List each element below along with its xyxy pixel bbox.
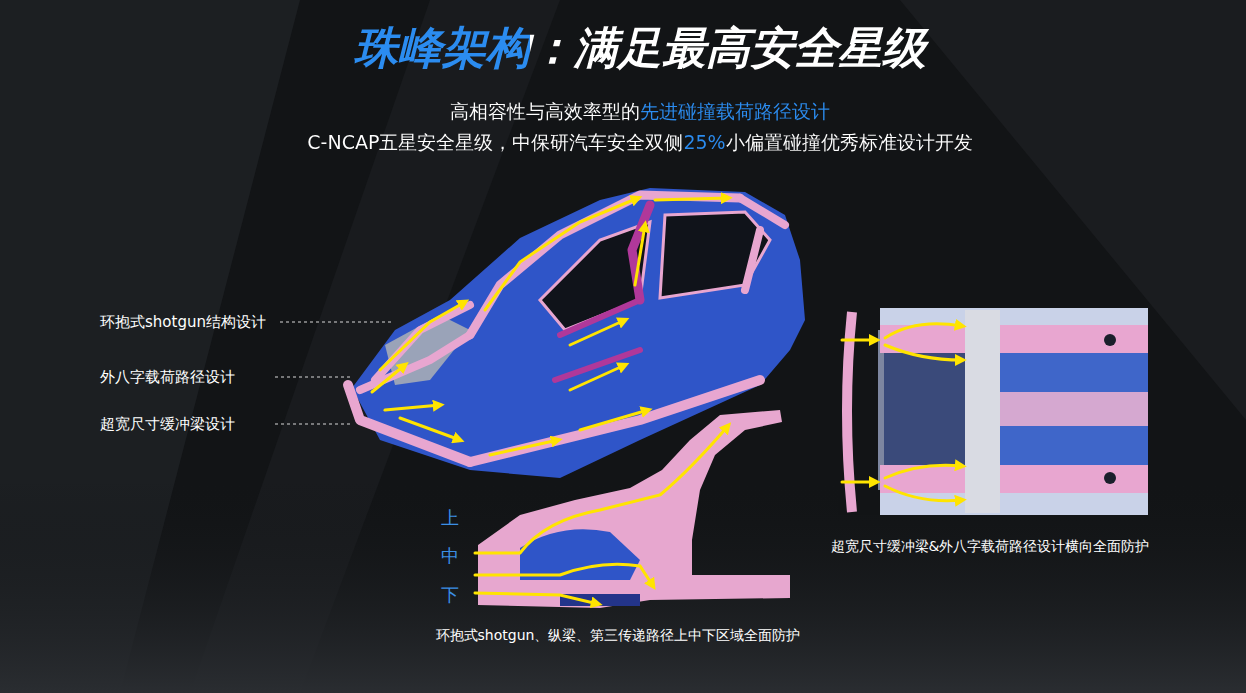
title: 珠峰架构：满足最高安全星级 bbox=[346, 22, 934, 75]
front-gap bbox=[838, 308, 880, 515]
side-structure bbox=[478, 410, 790, 608]
position-label: 中 bbox=[441, 545, 459, 567]
load-arrow bbox=[490, 440, 558, 455]
a-pillar-roof-rail bbox=[470, 195, 740, 335]
floor-pan bbox=[1000, 353, 1148, 465]
c-pillar bbox=[745, 230, 760, 290]
load-arrow bbox=[570, 320, 625, 345]
load-arrow bbox=[380, 302, 465, 370]
leader-line bbox=[275, 424, 352, 425]
subtitle: C-NCAP五星安全星级，中保研汽车安全双侧25%小偏置碰撞优秀标准设计开发 bbox=[307, 131, 972, 154]
load-arrow bbox=[372, 365, 405, 392]
load-arrow bbox=[485, 198, 638, 310]
position-label: 下 bbox=[441, 584, 459, 606]
caption: 环抱式shotgun、纵梁、第三传递路径上中下区域全面防护 bbox=[436, 627, 801, 644]
load-arrow bbox=[885, 345, 962, 360]
engine-bay bbox=[880, 353, 965, 465]
front-rail bbox=[880, 465, 1148, 493]
load-arrow bbox=[570, 365, 625, 390]
top-view bbox=[838, 308, 1148, 515]
side-view bbox=[475, 410, 790, 608]
callout-label: 超宽尺寸缓冲梁设计 bbox=[100, 415, 235, 433]
load-arrow bbox=[842, 339, 876, 342]
roof-rail bbox=[740, 198, 785, 225]
door-beam bbox=[555, 350, 640, 380]
load-arrow bbox=[475, 426, 728, 553]
callout-label: 外八字载荷路径设计 bbox=[100, 368, 235, 386]
load-arrow bbox=[885, 486, 962, 501]
position-label: 上 bbox=[441, 507, 459, 529]
bumper-beam bbox=[348, 385, 470, 462]
caption: 超宽尺寸缓冲梁&外八字载荷路径设计横向全面防护 bbox=[831, 538, 1150, 555]
hole bbox=[1104, 472, 1116, 484]
b-pillar bbox=[632, 205, 650, 300]
load-arrow bbox=[475, 564, 653, 586]
load-arrow bbox=[842, 481, 876, 484]
firewall bbox=[965, 310, 1000, 513]
window-opening bbox=[660, 212, 770, 298]
lower-rail bbox=[560, 594, 640, 606]
load-arrow bbox=[635, 225, 645, 285]
top-view-panel bbox=[838, 308, 1148, 515]
shotgun-rail bbox=[375, 305, 470, 380]
hole bbox=[1104, 334, 1116, 346]
load-arrow bbox=[475, 593, 598, 604]
front-rail bbox=[880, 325, 1148, 353]
leader-line bbox=[280, 322, 392, 323]
subtitle: 高相容性与高效率型的先进碰撞载荷路径设计 bbox=[450, 100, 830, 123]
tunnel bbox=[1000, 392, 1148, 426]
load-arrow bbox=[400, 418, 460, 440]
callout-label: 环抱式shotgun结构设计 bbox=[100, 313, 266, 331]
load-arrow bbox=[885, 324, 962, 338]
load-arrow bbox=[580, 410, 648, 430]
load-arrow bbox=[885, 465, 962, 478]
load-arrow bbox=[385, 405, 440, 410]
load-arrow bbox=[655, 198, 728, 200]
leader-line bbox=[275, 377, 352, 378]
